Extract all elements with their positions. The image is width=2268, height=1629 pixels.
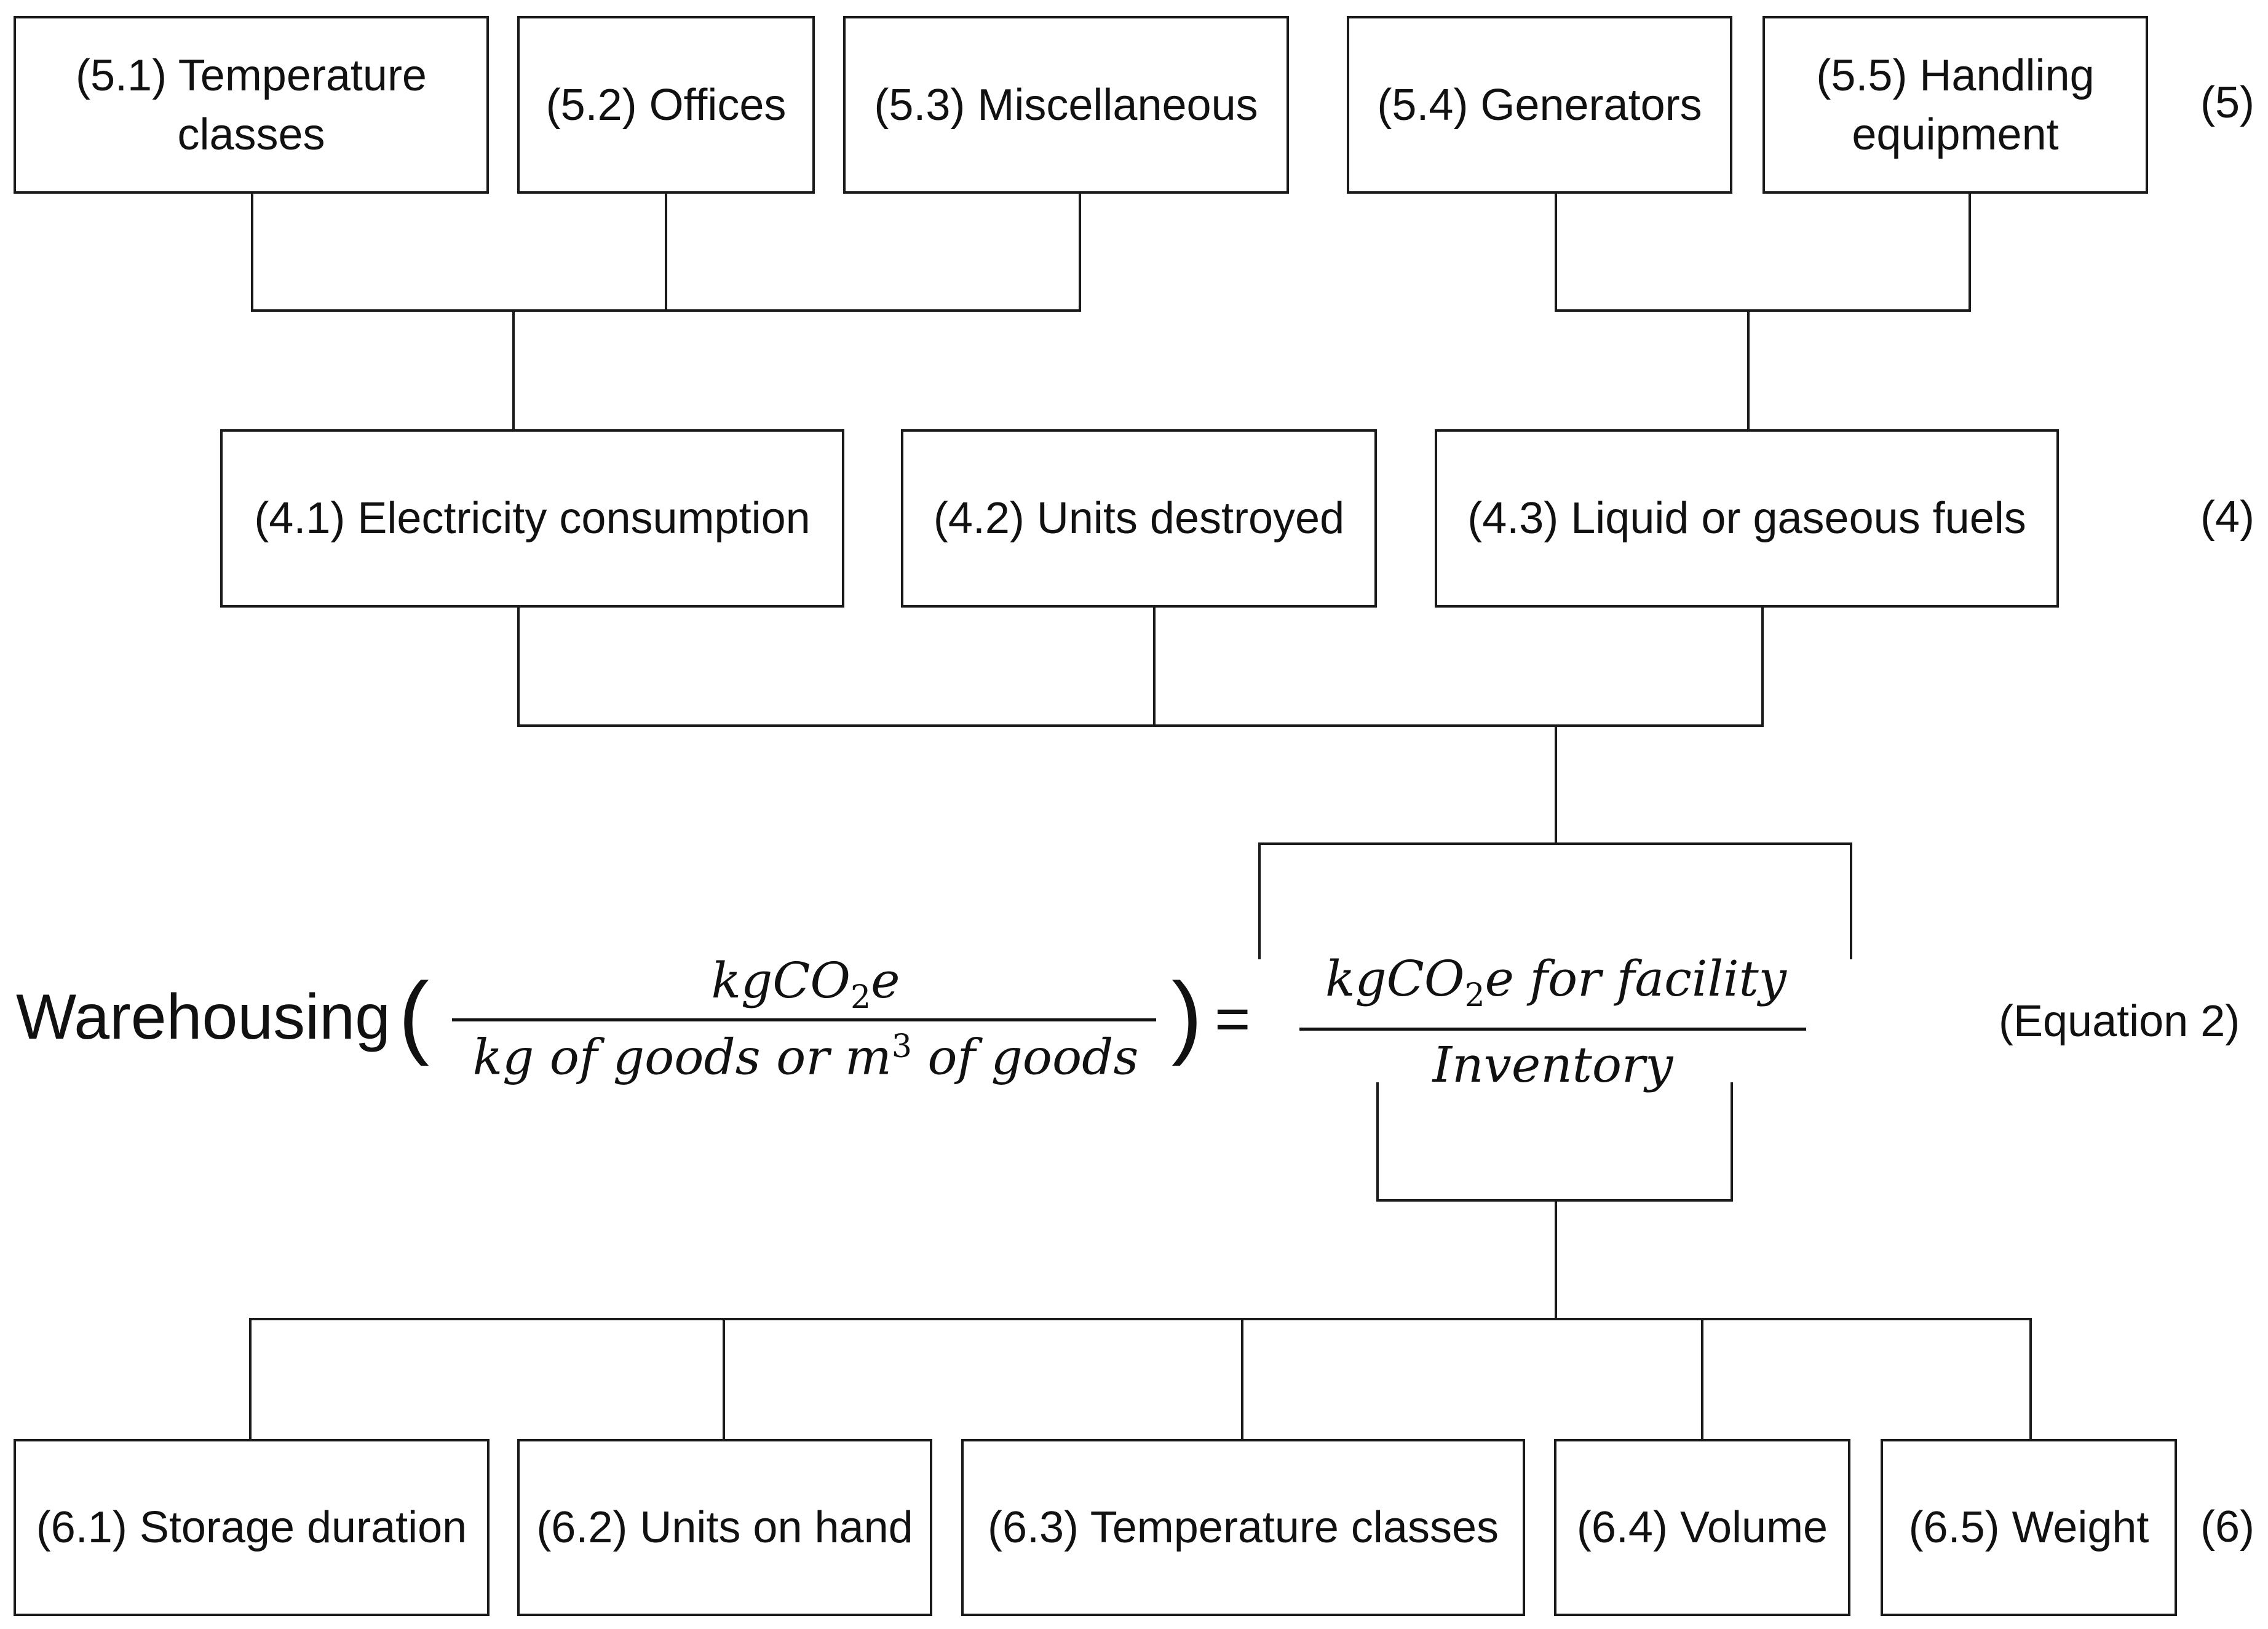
equation-label: (Equation 2) <box>1999 997 2240 1046</box>
lhs-fraction-bar <box>452 1018 1156 1021</box>
rhs-numerator-subscript: 2 <box>1464 977 1485 1014</box>
box-4-1-electricity-consumption: (4.1) Electricity consumption <box>220 429 844 608</box>
box-6-1-storage-duration: (6.1) Storage duration <box>14 1439 490 1616</box>
row-label-4: (4) <box>2200 493 2254 542</box>
box-5-1-temperature-classes: (5.1) Temperature classes <box>14 16 489 194</box>
box-6-3-temperature-classes: (6.3) Temperature classes <box>961 1439 1525 1616</box>
lhs-denominator: kg of goods or m3 of goods <box>430 1028 1181 1086</box>
box-5-3-miscellaneous: (5.3) Miscellaneous <box>843 16 1289 194</box>
lhs-denominator-superscript: 3 <box>891 1028 912 1065</box>
box-4-2-units-destroyed: (4.2) Units destroyed <box>901 429 1377 608</box>
box-6-2-units-on-hand: (6.2) Units on hand <box>517 1439 932 1616</box>
rhs-numerator: kgCO2e for facility <box>1285 950 1826 1014</box>
rhs-fraction-bar <box>1299 1028 1806 1031</box>
lhs-numerator: kgCO2e <box>455 952 1156 1016</box>
close-paren: ) <box>1172 963 1202 1066</box>
row-label-6: (6) <box>2200 1502 2254 1552</box>
lhs-numerator-base: kgCO <box>711 952 851 1009</box>
box-6-4-volume: (6.4) Volume <box>1554 1439 1850 1616</box>
rhs-numerator-base: kgCO <box>1325 950 1465 1007</box>
box-6-5-weight: (6.5) Weight <box>1881 1439 2177 1616</box>
box-5-5-handling-equipment: (5.5) Handling equipment <box>1762 16 2148 194</box>
row-label-5: (5) <box>2200 78 2254 127</box>
box-5-4-generators: (5.4) Generators <box>1347 16 1732 194</box>
lhs-denominator-head: kg of goods or m <box>472 1028 892 1086</box>
rhs-numerator-tail: e for facility <box>1485 950 1786 1007</box>
warehousing-label: Warehousing <box>16 981 391 1053</box>
lhs-numerator-subscript: 2 <box>850 979 871 1016</box>
equals-sign: = <box>1215 985 1251 1053</box>
open-paren: ( <box>398 963 429 1066</box>
box-4-3-liquid-or-gaseous-fuels: (4.3) Liquid or gaseous fuels <box>1435 429 2059 608</box>
lhs-numerator-tail: e <box>871 952 900 1009</box>
lhs-denominator-tail: of goods <box>911 1028 1139 1086</box>
box-5-2-offices: (5.2) Offices <box>517 16 815 194</box>
rhs-denominator: Inventory <box>1432 1036 1673 1093</box>
